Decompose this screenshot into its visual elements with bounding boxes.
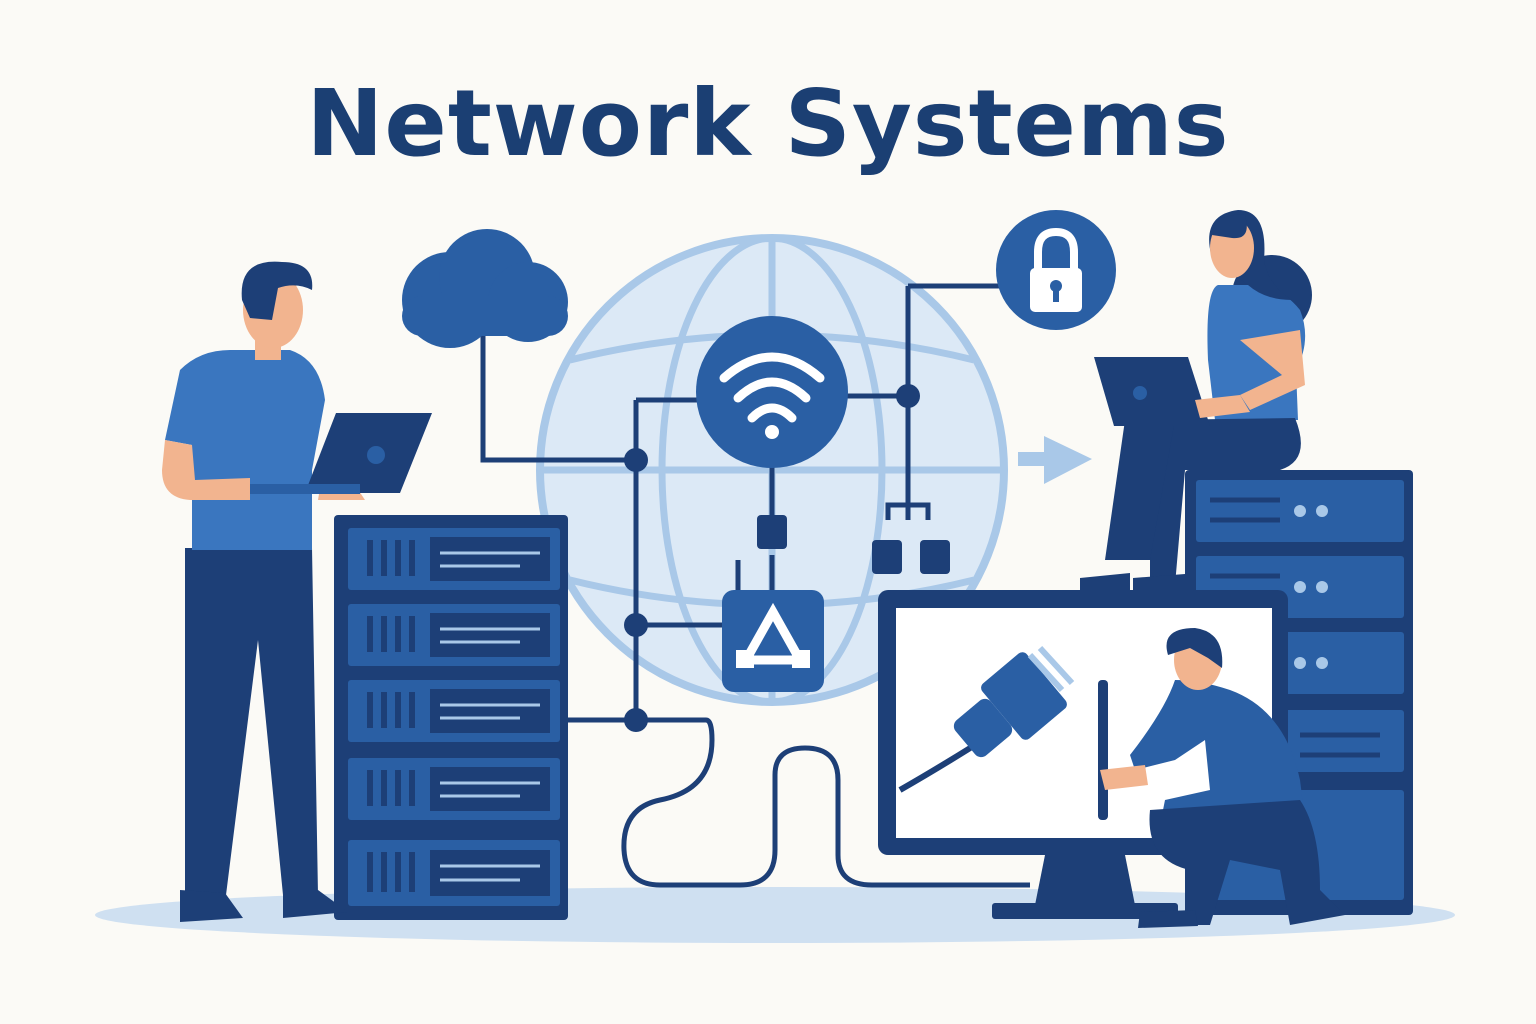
left-server-rack xyxy=(334,515,568,920)
network-switch-icon xyxy=(722,590,824,692)
standing-man xyxy=(162,261,432,922)
network-nodes xyxy=(624,384,950,732)
sitting-woman xyxy=(1080,210,1312,590)
arrow-right-icon xyxy=(1018,436,1092,484)
page-title: Network Systems xyxy=(306,70,1230,177)
wifi-icon xyxy=(696,316,848,468)
kneeling-man xyxy=(1100,628,1345,928)
lock-icon xyxy=(996,210,1116,330)
cloud-icon xyxy=(402,229,568,348)
